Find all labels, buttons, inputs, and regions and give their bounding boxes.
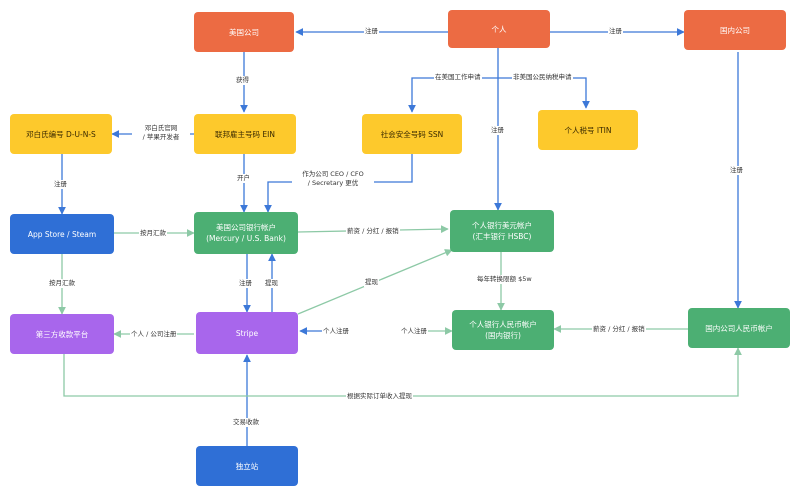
label-officer-line2: / Secretary 更优 [307,179,359,187]
node-cn-rmb-account: 国内公司人民币帐户 [688,308,790,348]
node-usd-account: 个人银行美元帐户 (汇丰银行 HSBC) [450,210,554,252]
node-ein: 联邦雇主号码 EIN [194,114,296,154]
label-duns-line1: 邓白氏官网 [144,124,178,132]
label-withdraw-stripe: 提现 [264,279,279,288]
label-salary-usd: 薪资 / 分红 / 报销 [346,227,400,236]
us-bank-line2: (Mercury / U.S. Bank) [206,234,286,243]
label-duns-line2: / 苹果开发者 [142,133,180,141]
label-remit-third: 按月汇款 [48,279,76,288]
node-cn-company: 国内公司 [684,10,786,50]
label-salary-rmb: 薪资 / 分红 / 报销 [592,325,646,334]
label-register-cn: 注册 [608,27,623,36]
label-monthly-remit: 按月汇款 [139,229,167,238]
node-appstore: App Store / Steam [10,214,114,254]
label-annual-limit: 每年转换限额 $5w [476,275,533,284]
rmb-account-line2: (国内银行) [485,331,521,340]
node-standalone: 独立站 [196,446,298,486]
node-us-bank: 美国公司银行帐户 (Mercury / U.S. Bank) [194,212,298,254]
label-register-us: 注册 [364,27,379,36]
label-register-stripe: 注册 [238,279,253,288]
label-officer-line1: 作为公司 CEO / CFO [302,170,364,178]
node-duns: 邓白氏编号 D-U-N-S [10,114,112,154]
label-reg-rmb-person: 个人注册 [400,327,428,336]
label-register-person-usd: 注册 [490,126,505,135]
node-ssn: 社会安全号码 SSN [362,114,462,154]
label-order-withdraw: 根据实际订单收入提现 [346,392,413,401]
label-withdraw-usd: 提现 [364,278,379,287]
usd-account-line1: 个人银行美元帐户 [472,221,532,230]
edge-order-withdraw [63,347,742,397]
node-itin: 个人税号 ITIN [538,110,638,150]
label-duns-source: 邓白氏官网 / 苹果开发者 [132,124,190,142]
label-reg-stripe-person: 个人注册 [322,327,350,336]
us-bank-line1: 美国公司银行帐户 [216,223,276,232]
node-rmb-account: 个人银行人民币帐户 (国内银行) [452,310,554,350]
label-trade-collect: 交易收款 [232,418,260,427]
edge-person-to-itin [498,77,590,109]
node-stripe: Stripe [196,312,298,354]
usd-account-line2: (汇丰银行 HSBC) [472,232,532,241]
label-work-us: 在美国工作申请 [434,73,482,82]
node-third-party: 第三方收款平台 [10,314,114,354]
label-register-duns: 注册 [53,180,68,189]
label-officer: 作为公司 CEO / CFO / Secretary 更优 [292,170,374,188]
label-register-cn-down: 注册 [729,166,744,175]
label-open-account: 开户 [236,174,251,183]
label-nonresident: 非美国公民纳税申请 [512,73,573,82]
node-person: 个人 [448,10,550,48]
label-obtain: 获得 [235,76,250,85]
edge-person-to-ssn [408,77,498,113]
node-us-company: 美国公司 [194,12,294,52]
rmb-account-line1: 个人银行人民币帐户 [469,320,537,329]
label-reg-third: 个人 / 公司注册 [130,330,178,339]
